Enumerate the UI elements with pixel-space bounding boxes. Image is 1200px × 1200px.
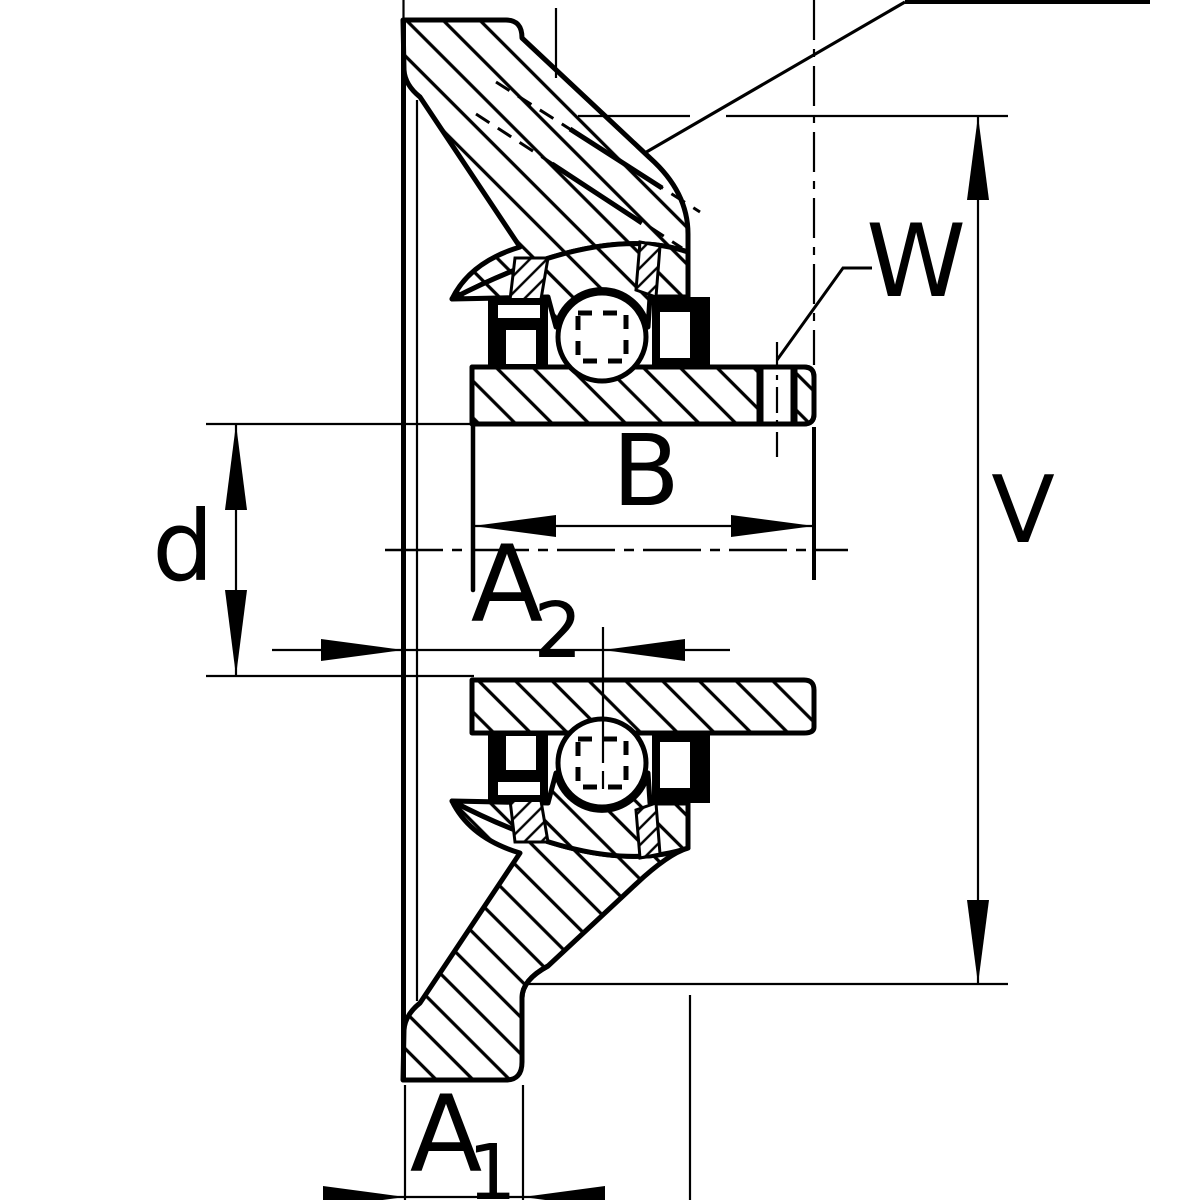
dim-d-arrow-down bbox=[225, 590, 247, 676]
dim-w: W bbox=[775, 202, 966, 361]
outer-ring-section bbox=[449, 241, 691, 859]
dim-a2: A 2 bbox=[272, 523, 730, 789]
inner-ring-band-bottom bbox=[469, 677, 817, 736]
dim-label-w: W bbox=[866, 202, 966, 320]
dim-d-arrow-up bbox=[225, 424, 247, 510]
dim-label-v: V bbox=[991, 456, 1055, 564]
seal-insert-right-bottom bbox=[634, 800, 662, 860]
dim-a1-arrow-right bbox=[523, 1186, 605, 1200]
seal-sliver-left-top bbox=[498, 305, 540, 318]
swivel-dashed-upper bbox=[495, 80, 701, 214]
dim-label-a2-sub: 2 bbox=[534, 587, 583, 676]
dim-v-arrow-up bbox=[967, 116, 989, 200]
dim-a1: A 1 bbox=[323, 995, 692, 1200]
seal-assembly-top bbox=[488, 240, 710, 367]
dim-a1-arrow-left bbox=[323, 1186, 405, 1200]
set-screw bbox=[750, 342, 817, 457]
leader-top-diagonal bbox=[642, 0, 906, 156]
dim-b-arrow-right bbox=[731, 515, 814, 537]
outer-ring-top bbox=[449, 241, 691, 330]
bearing-ball-top bbox=[555, 290, 649, 384]
dim-label-d: d bbox=[152, 490, 214, 603]
dim-v-arrow-down bbox=[967, 900, 989, 984]
dim-v: V bbox=[523, 114, 1055, 986]
swivel-dashed-lower bbox=[475, 112, 683, 250]
dim-label-a1-sub: 1 bbox=[468, 1129, 517, 1200]
seal-insert-left-top bbox=[508, 256, 550, 307]
dim-b-arrow-left bbox=[473, 515, 556, 537]
dim-d: d bbox=[152, 422, 474, 678]
dim-label-b: B bbox=[612, 414, 680, 529]
seal-assembly-bottom bbox=[488, 733, 710, 860]
seal-window-left-top bbox=[506, 330, 536, 364]
w-leader bbox=[775, 266, 872, 361]
swivel-solid-upper bbox=[568, 126, 664, 191]
leader-top bbox=[642, 0, 1150, 156]
seal-insert-left-bottom bbox=[508, 793, 550, 844]
seal-sliver-left-bottom bbox=[498, 782, 540, 795]
seal-window-right-bottom bbox=[660, 742, 690, 788]
seal-window-left-bottom bbox=[506, 736, 536, 770]
reference-lines bbox=[385, 0, 848, 580]
set-screw-band-outline bbox=[750, 364, 817, 427]
seal-window-right-top bbox=[660, 312, 690, 358]
swivel-indication bbox=[475, 8, 701, 250]
dim-label-a1-base: A bbox=[410, 1073, 483, 1196]
swivel-solid-lower bbox=[550, 161, 644, 226]
seal-insert-right-top bbox=[634, 240, 662, 300]
dim-a2-arrow-right bbox=[603, 639, 685, 661]
flange-front-face-bottom bbox=[519, 963, 550, 1062]
dim-label-a2-base: A bbox=[471, 523, 544, 646]
dim-a2-arrow-left bbox=[321, 639, 403, 661]
outer-ring-bottom bbox=[449, 770, 691, 859]
dim-b: B bbox=[473, 414, 814, 537]
